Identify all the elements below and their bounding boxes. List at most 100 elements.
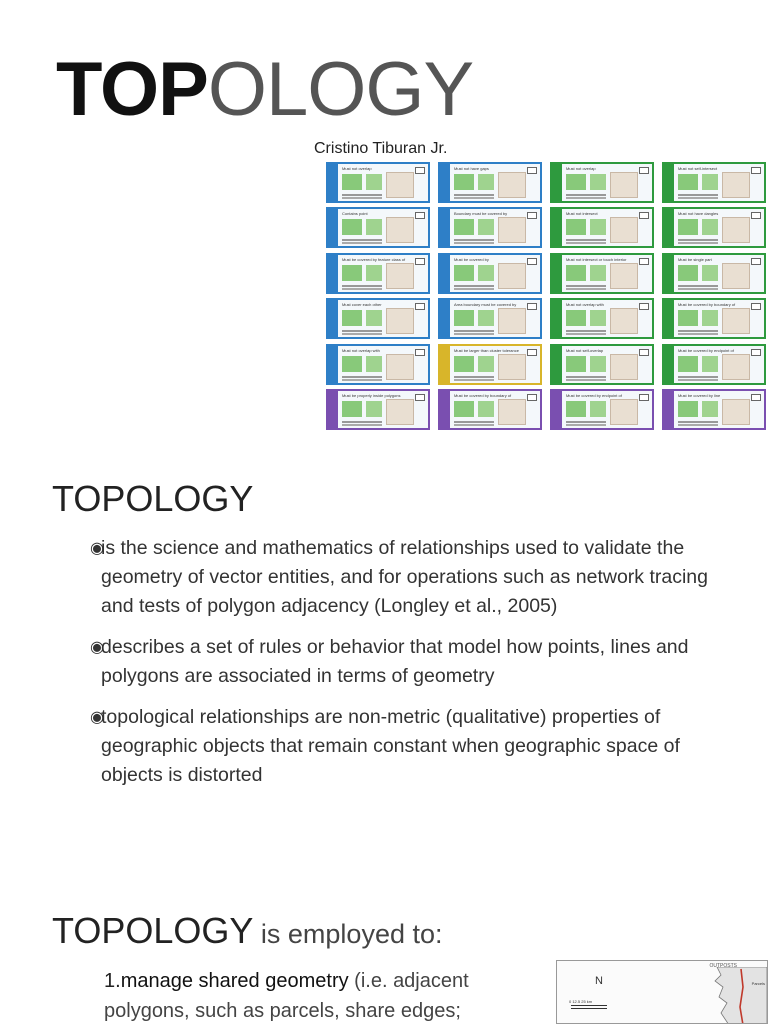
rule-corner-icon	[415, 393, 425, 401]
rule-description-lines	[566, 375, 606, 378]
rule-corner-icon	[751, 167, 761, 174]
rule-description-lines	[454, 375, 494, 378]
rule-corner-icon	[415, 212, 425, 220]
rule-diagram-shape	[590, 355, 606, 372]
rule-example-map	[722, 398, 750, 425]
rule-category-band	[552, 254, 562, 292]
rule-description-lines	[342, 375, 382, 378]
list-item: ◉describes a set of rules or behavior th…	[90, 633, 730, 691]
rule-diagram-shape	[366, 310, 382, 327]
map-label: OUTPOSTS	[709, 963, 737, 969]
bullet-icon: ◉	[90, 639, 104, 656]
rule-diagram-shape	[678, 264, 698, 281]
rule-diagram-shape	[678, 174, 698, 190]
rule-category-band	[440, 345, 450, 383]
rule-diagram-shape	[566, 400, 586, 417]
rule-diagram-shape	[366, 355, 382, 372]
rule-card: Must not overlap	[550, 162, 654, 203]
rule-corner-icon	[751, 303, 761, 311]
rule-card-title: Must be covered by endpoint of	[678, 347, 734, 353]
rule-card-title: Must not self-overlap	[566, 347, 604, 353]
parcel-map-figure: OUTPOSTS N 0 12.5 25 km Parcels	[556, 960, 768, 1024]
rule-example-map	[722, 353, 750, 380]
rule-corner-icon	[527, 393, 537, 401]
rule-corner-icon	[415, 303, 425, 311]
rule-example-map	[722, 262, 750, 289]
rule-description-lines	[342, 420, 382, 423]
rule-diagram-shape	[366, 174, 382, 190]
rule-example-map	[722, 217, 750, 244]
rule-corner-icon	[415, 257, 425, 265]
rule-example-map	[386, 217, 414, 244]
bullet-icon: ◉	[90, 709, 104, 726]
rule-diagram-shape	[454, 355, 474, 372]
rule-card: Must be covered by line	[662, 388, 766, 430]
rule-diagram-shape	[566, 310, 586, 327]
list-item: ◉topological relationships are non-metri…	[90, 703, 730, 790]
rule-diagram-shape	[678, 219, 698, 236]
rule-description-lines	[342, 284, 382, 287]
rule-card-title: Must be covered by boundary of	[678, 302, 736, 308]
rule-card-title: Must not intersect	[566, 211, 598, 217]
rule-diagram-shape	[342, 219, 362, 236]
rule-diagram-shape	[566, 355, 586, 372]
rule-example-map	[498, 172, 526, 198]
definition-list: ◉ is the science and mathematics of relat…	[90, 534, 730, 802]
rule-diagram-shape	[342, 355, 362, 372]
bullet-text: is the science and mathematics of relati…	[101, 537, 708, 617]
rule-category-band	[664, 254, 674, 292]
rule-diagram-shape	[342, 174, 362, 190]
rule-category-band	[328, 390, 338, 428]
rule-card: Area boundary must be covered by	[438, 298, 542, 340]
rule-diagram-shape	[478, 355, 494, 372]
rule-card-title: Contains point	[342, 211, 368, 217]
rule-card: Boundary must be covered by	[438, 207, 542, 249]
rule-card-title: Area boundary must be covered by	[454, 302, 517, 308]
rule-diagram-shape	[590, 264, 606, 281]
rule-card-title: Must not intersect or touch interior	[566, 256, 627, 262]
rule-example-map	[386, 172, 414, 198]
rule-card: Contains point	[326, 207, 430, 249]
rule-diagram-shape	[366, 264, 382, 281]
rule-diagram-shape	[566, 219, 586, 236]
rule-example-map	[722, 172, 750, 198]
rule-description-lines	[678, 239, 718, 242]
rule-card: Must not self-overlap	[550, 343, 654, 385]
item-number: 1.	[104, 970, 121, 992]
rule-diagram-shape	[454, 400, 474, 417]
rule-diagram-shape	[342, 264, 362, 281]
rule-description-lines	[454, 284, 494, 287]
heading-main: TOPOLOGY	[52, 910, 254, 951]
bullet-text: topological relationships are non-metric…	[101, 706, 680, 786]
rule-card-title: Must not overlap	[342, 166, 372, 171]
rule-corner-icon	[639, 257, 649, 265]
rule-diagram-shape	[590, 219, 606, 236]
rule-category-band	[552, 345, 562, 383]
rule-description-lines	[454, 239, 494, 242]
rule-category-band	[664, 300, 674, 338]
list-item: ◉is the science and mathematics of relat…	[90, 534, 730, 621]
rule-card: Must not intersect or touch interior	[550, 252, 654, 294]
rule-diagram-shape	[590, 174, 606, 190]
rule-category-band	[440, 390, 450, 428]
rule-description-lines	[678, 330, 718, 333]
rule-description-lines	[566, 194, 606, 196]
rule-diagram-shape	[702, 310, 718, 327]
rule-diagram-shape	[454, 310, 474, 327]
rule-category-band	[328, 300, 338, 338]
numbered-list: 1.manage shared geometry (i.e. adjacent …	[104, 966, 554, 1026]
rule-card: Must be covered by feature class of	[326, 252, 430, 294]
rule-description-lines	[678, 284, 718, 287]
rule-category-band	[664, 390, 674, 428]
rule-diagram-shape	[454, 174, 474, 190]
rule-corner-icon	[639, 212, 649, 220]
rule-corner-icon	[751, 257, 761, 265]
rule-description-lines	[454, 420, 494, 423]
rule-corner-icon	[751, 212, 761, 220]
rule-category-band	[328, 209, 338, 247]
page-title: TOPOLOGY	[56, 52, 474, 128]
rule-card: Must be covered by	[438, 252, 542, 294]
title-bold-part: TOP	[56, 47, 209, 132]
rule-diagram-shape	[566, 264, 586, 281]
